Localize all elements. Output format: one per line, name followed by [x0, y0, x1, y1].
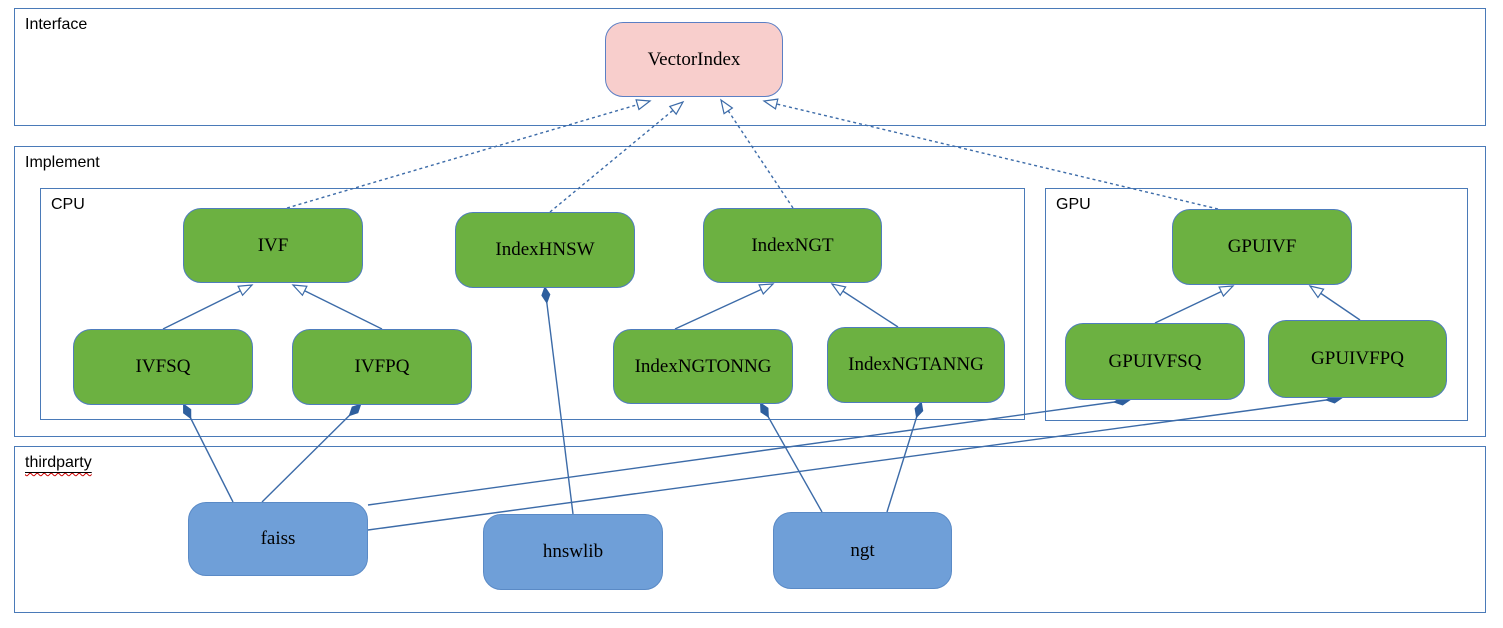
node-ngt: ngt — [773, 512, 952, 589]
node-vectorindex-label: VectorIndex — [647, 48, 741, 70]
container-interface-label: Interface — [25, 16, 88, 33]
node-gpuivfpq-label: GPUIVFPQ — [1311, 348, 1404, 369]
node-indexngt-label: IndexNGT — [751, 234, 834, 256]
node-ivf-label: IVF — [257, 234, 289, 256]
node-indexngtonng: IndexNGTONNG — [613, 329, 793, 404]
node-hnswlib: hnswlib — [483, 514, 663, 590]
node-gpuivf-label: GPUIVF — [1227, 236, 1297, 257]
node-ivfpq: IVFPQ — [292, 329, 472, 405]
node-indexngtanng: IndexNGTANNG — [827, 327, 1005, 403]
node-vectorindex: VectorIndex — [605, 22, 783, 97]
node-ivfsq-label: IVFSQ — [135, 356, 191, 377]
container-cpu-label: CPU — [51, 196, 85, 213]
node-gpuivfsq-label: GPUIVFSQ — [1108, 350, 1202, 372]
node-indexngt: IndexNGT — [703, 208, 882, 283]
container-thirdparty-label: thirdparty — [25, 454, 92, 471]
node-hnswlib-label: hnswlib — [542, 541, 604, 562]
node-gpuivf: GPUIVF — [1172, 209, 1352, 285]
node-indexhnsw: IndexHNSW — [455, 212, 635, 288]
node-faiss-label: faiss — [260, 528, 296, 549]
node-ivf: IVF — [183, 208, 363, 283]
node-ivfpq-label: IVFPQ — [354, 356, 410, 377]
container-gpu-label: GPU — [1056, 196, 1091, 213]
node-indexngtonng-label: IndexNGTONNG — [634, 355, 772, 377]
node-indexngtanng-label: IndexNGTANNG — [848, 354, 984, 375]
container-implement-label: Implement — [25, 154, 100, 171]
node-faiss: faiss — [188, 502, 368, 576]
node-gpuivfpq: GPUIVFPQ — [1268, 320, 1447, 398]
node-ivfsq: IVFSQ — [73, 329, 253, 405]
node-indexhnsw-label: IndexHNSW — [495, 239, 595, 260]
node-ngt-label: ngt — [850, 539, 875, 561]
node-gpuivfsq: GPUIVFSQ — [1065, 323, 1245, 400]
